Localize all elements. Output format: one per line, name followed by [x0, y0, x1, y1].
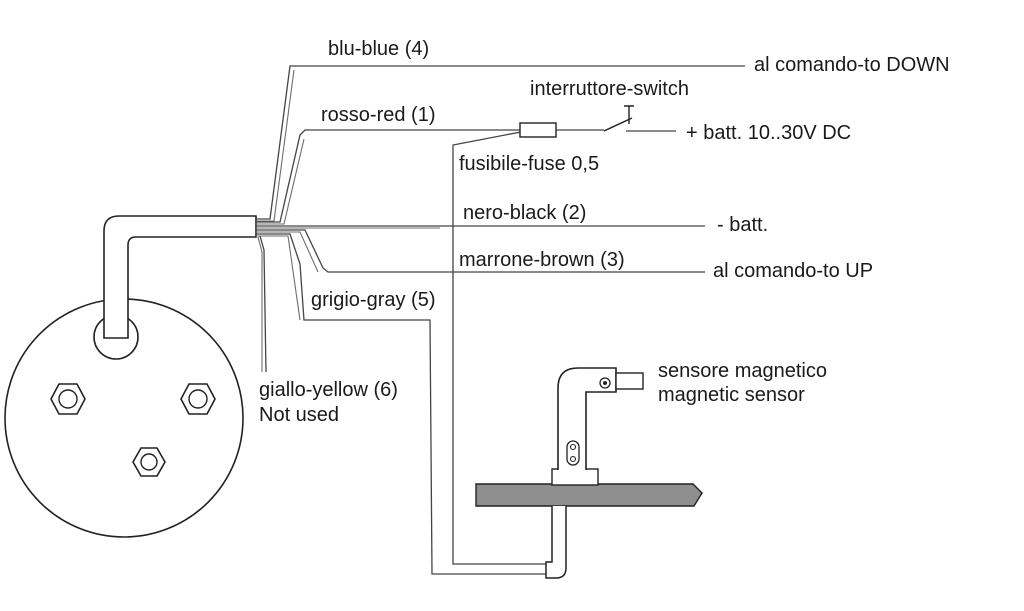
- label-wire-black: nero-black (2): [463, 202, 586, 224]
- label-to-up: al comando-to UP: [713, 260, 873, 282]
- label-wire-gray: grigio-gray (5): [311, 289, 435, 311]
- wire-brown: [256, 229, 705, 273]
- fuse: [519, 122, 557, 138]
- wire-gray: [256, 233, 552, 575]
- wire-sensor-supply: [452, 130, 552, 565]
- label-batt-plus: + batt. 10..30V DC: [686, 122, 851, 144]
- label-wire-red: rosso-red (1): [321, 104, 435, 126]
- label-wire-brown: marrone-brown (3): [459, 249, 625, 271]
- hex-nut-bottom: [132, 447, 166, 477]
- control-unit: [4, 215, 257, 538]
- label-wire-yellow: giallo-yellow (6): [259, 379, 398, 401]
- hex-nut-right: [180, 383, 216, 415]
- label-fuse: fusibile-fuse 0,5: [459, 153, 599, 175]
- wire-blue: [256, 65, 745, 220]
- unit-cable: [103, 215, 257, 339]
- label-batt-minus: - batt.: [717, 214, 768, 236]
- wire-yellow: [259, 235, 267, 373]
- hex-nut-left: [50, 383, 86, 415]
- mounting-plate: [475, 483, 703, 507]
- label-not-used: Not used: [259, 404, 339, 426]
- switch: [603, 105, 634, 132]
- label-switch: interruttore-switch: [530, 78, 689, 100]
- wires: [256, 65, 745, 575]
- label-sensor-it: sensore magnetico: [658, 360, 827, 382]
- wire-red: [256, 129, 520, 223]
- label-to-down: al comando-to DOWN: [754, 54, 950, 76]
- magnetic-sensor: [475, 367, 703, 579]
- label-wire-blue: blu-blue (4): [328, 38, 429, 60]
- label-sensor-en: magnetic sensor: [658, 384, 805, 406]
